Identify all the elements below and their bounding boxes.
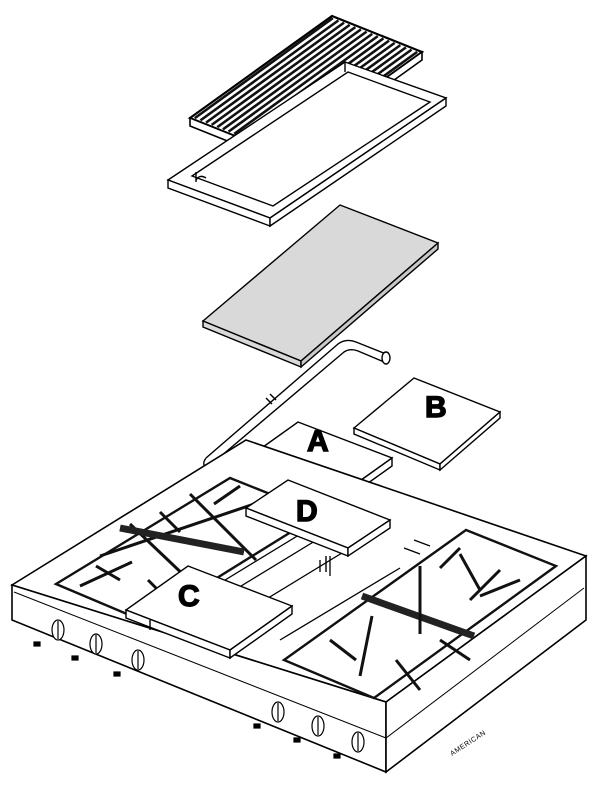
label-b: B [425,391,447,424]
grill-frame [166,61,448,228]
label-d: D [296,495,318,528]
right-burner-grate [281,528,559,700]
drip-plate [201,204,440,369]
control-knob[interactable] [333,731,365,759]
control-knob[interactable] [71,633,103,661]
grate-bar [194,17,334,120]
grate-bar [233,32,373,135]
cooktop-body [10,439,588,774]
grate-bar [227,30,368,133]
control-knob[interactable] [293,715,325,743]
grate-bar [210,23,351,126]
control-knob[interactable] [33,619,65,647]
label-c: C [178,580,200,613]
control-knob[interactable] [253,701,285,729]
label-a: A [307,425,329,458]
grate-bar [216,26,357,129]
control-knob[interactable] [113,649,145,677]
grate-bar [205,21,345,124]
cover-plate-b: B [352,377,502,472]
cover-plate-d: D [244,479,392,572]
cover-plate-c: C [124,565,294,660]
grate-bar [199,19,340,122]
control-knobs [33,619,365,759]
grate-bar [222,28,362,131]
